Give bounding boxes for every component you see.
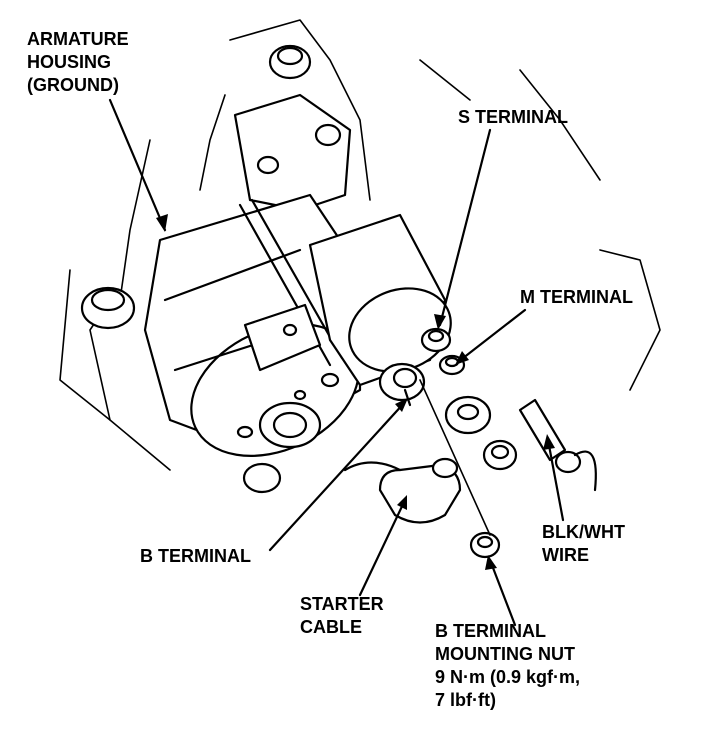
label-blk-wht-line1: BLK/WHT [542,522,625,542]
housing-plate [243,303,322,372]
label-starter-cable: STARTER CABLE [300,593,384,639]
label-blk-wht-line2: WIRE [542,545,589,565]
label-b-terminal: B TERMINAL [140,546,251,566]
label-s-terminal: S TERMINAL [458,107,568,127]
hex-nut-right [482,439,518,471]
mount-bolt-top [268,44,312,80]
solenoid [308,213,452,387]
label-m-terminal: M TERMINAL [520,287,633,307]
leader-lines [108,98,565,627]
label-nut-line1: B TERMINAL [435,621,546,641]
label-b-terminal-mounting-nut: B TERMINAL MOUNTING NUT 9 N·m (0.9 kgf·m… [435,620,580,712]
label-nut-line3: 9 N·m (0.9 kgf·m, [435,667,581,687]
blk-wht-wire-connector [518,398,597,492]
label-starter-cable-line1: STARTER [300,594,384,614]
b-terminal [378,362,426,407]
starter-cable [343,457,462,524]
label-nut-line2: MOUNTING NUT [435,644,575,664]
mount-bracket [233,93,352,212]
label-armature-housing-line2: HOUSING [27,52,112,72]
label-armature-housing: ARMATURE HOUSING (GROUND) [27,28,129,97]
label-armature-housing-line3: (GROUND) [27,75,119,95]
mount-bolt-left [80,286,136,330]
label-nut-line4: 7 lbf·ft) [435,690,496,710]
b-terminal-mounting-nut [469,531,501,559]
mount-bolt-bottom [242,462,282,494]
label-starter-cable-line2: CABLE [300,617,362,637]
terminal-ring [444,395,492,435]
s-terminal [420,327,452,353]
label-blk-wht-wire: BLK/WHT WIRE [542,521,625,567]
label-armature-housing-line1: ARMATURE [27,29,129,49]
